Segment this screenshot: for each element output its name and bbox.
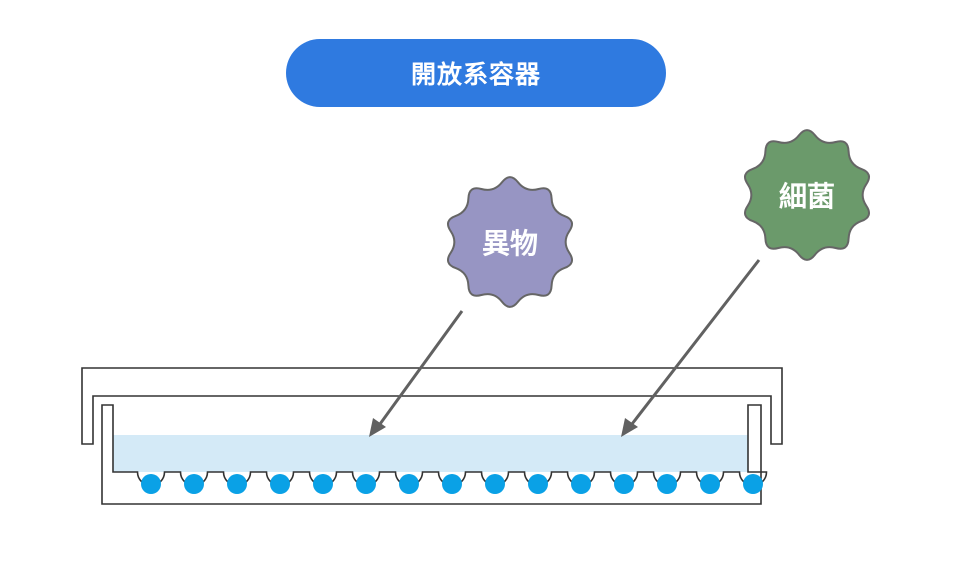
title-badge: 開放系容器 xyxy=(286,39,666,107)
cell xyxy=(356,474,376,494)
cell xyxy=(743,474,763,494)
bacteria-badge xyxy=(743,129,871,261)
cell xyxy=(184,474,204,494)
bacteria-arrow xyxy=(621,259,761,437)
bacteria-label: 細菌 xyxy=(778,180,835,213)
cell xyxy=(485,474,505,494)
cell xyxy=(528,474,548,494)
cell xyxy=(399,474,419,494)
cell xyxy=(657,474,677,494)
culture-medium xyxy=(113,435,748,472)
cell xyxy=(313,474,333,494)
container-lid xyxy=(81,367,783,445)
well-group xyxy=(141,474,763,494)
foreign-matter-arrow xyxy=(369,310,464,437)
cell xyxy=(442,474,462,494)
foreign-matter-badge xyxy=(446,176,574,308)
cell xyxy=(700,474,720,494)
title-text: 開放系容器 xyxy=(410,60,541,89)
cell xyxy=(571,474,591,494)
cell xyxy=(227,474,247,494)
foreign-matter-label: 異物 xyxy=(481,227,538,260)
cell xyxy=(614,474,634,494)
cell xyxy=(141,474,161,494)
cell xyxy=(270,474,290,494)
